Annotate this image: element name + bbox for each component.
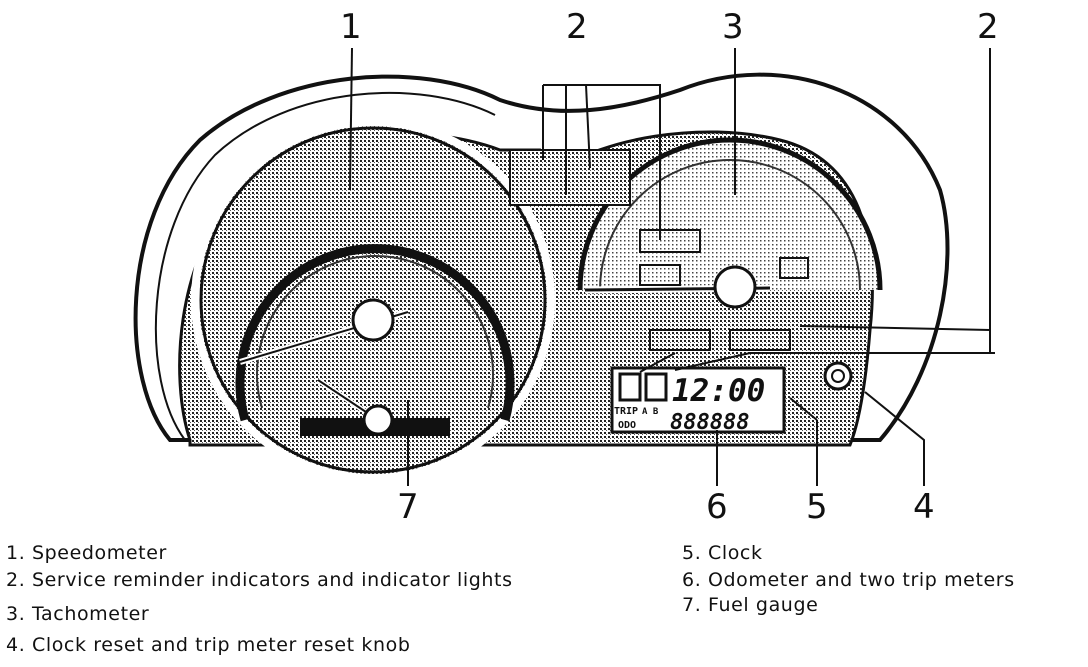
- legend-item-2: 2. Service reminder indicators and indic…: [6, 569, 513, 591]
- indicator-lights: [509, 149, 809, 351]
- odometer-readout: 888888: [670, 410, 749, 435]
- callout-4: 4: [913, 487, 935, 527]
- callout-1: 1: [340, 7, 362, 47]
- clock-readout: 12:00: [672, 373, 765, 409]
- reset-knob[interactable]: [823, 361, 853, 391]
- callout-5: 5: [806, 487, 828, 527]
- leader-lines: [349, 47, 995, 486]
- legend-item-7: 7. Fuel gauge: [682, 594, 819, 616]
- odo-label: ODO: [618, 420, 636, 431]
- callout-3: 3: [722, 7, 744, 47]
- lcd-display: 12:00 TRIP A B ODO 888888: [610, 366, 786, 435]
- callout-2-left: 2: [566, 7, 588, 47]
- trip-ab-label: A B: [642, 407, 659, 417]
- callout-2-right: 2: [977, 7, 999, 47]
- legend-item-1: 1. Speedometer: [6, 542, 167, 564]
- legend-item-3: 3. Tachometer: [6, 603, 150, 625]
- fuel-gauge: [300, 377, 450, 436]
- legend-item-6: 6. Odometer and two trip meters: [682, 569, 1015, 591]
- trip-label: TRIP: [614, 406, 638, 417]
- callout-6: 6: [706, 487, 728, 527]
- cluster-housing: [133, 72, 950, 442]
- callout-7: 7: [397, 487, 419, 527]
- legend-item-4: 4. Clock reset and trip meter reset knob: [6, 634, 411, 656]
- speedometer: [191, 118, 555, 482]
- legend-item-5: 5. Clock: [682, 542, 763, 564]
